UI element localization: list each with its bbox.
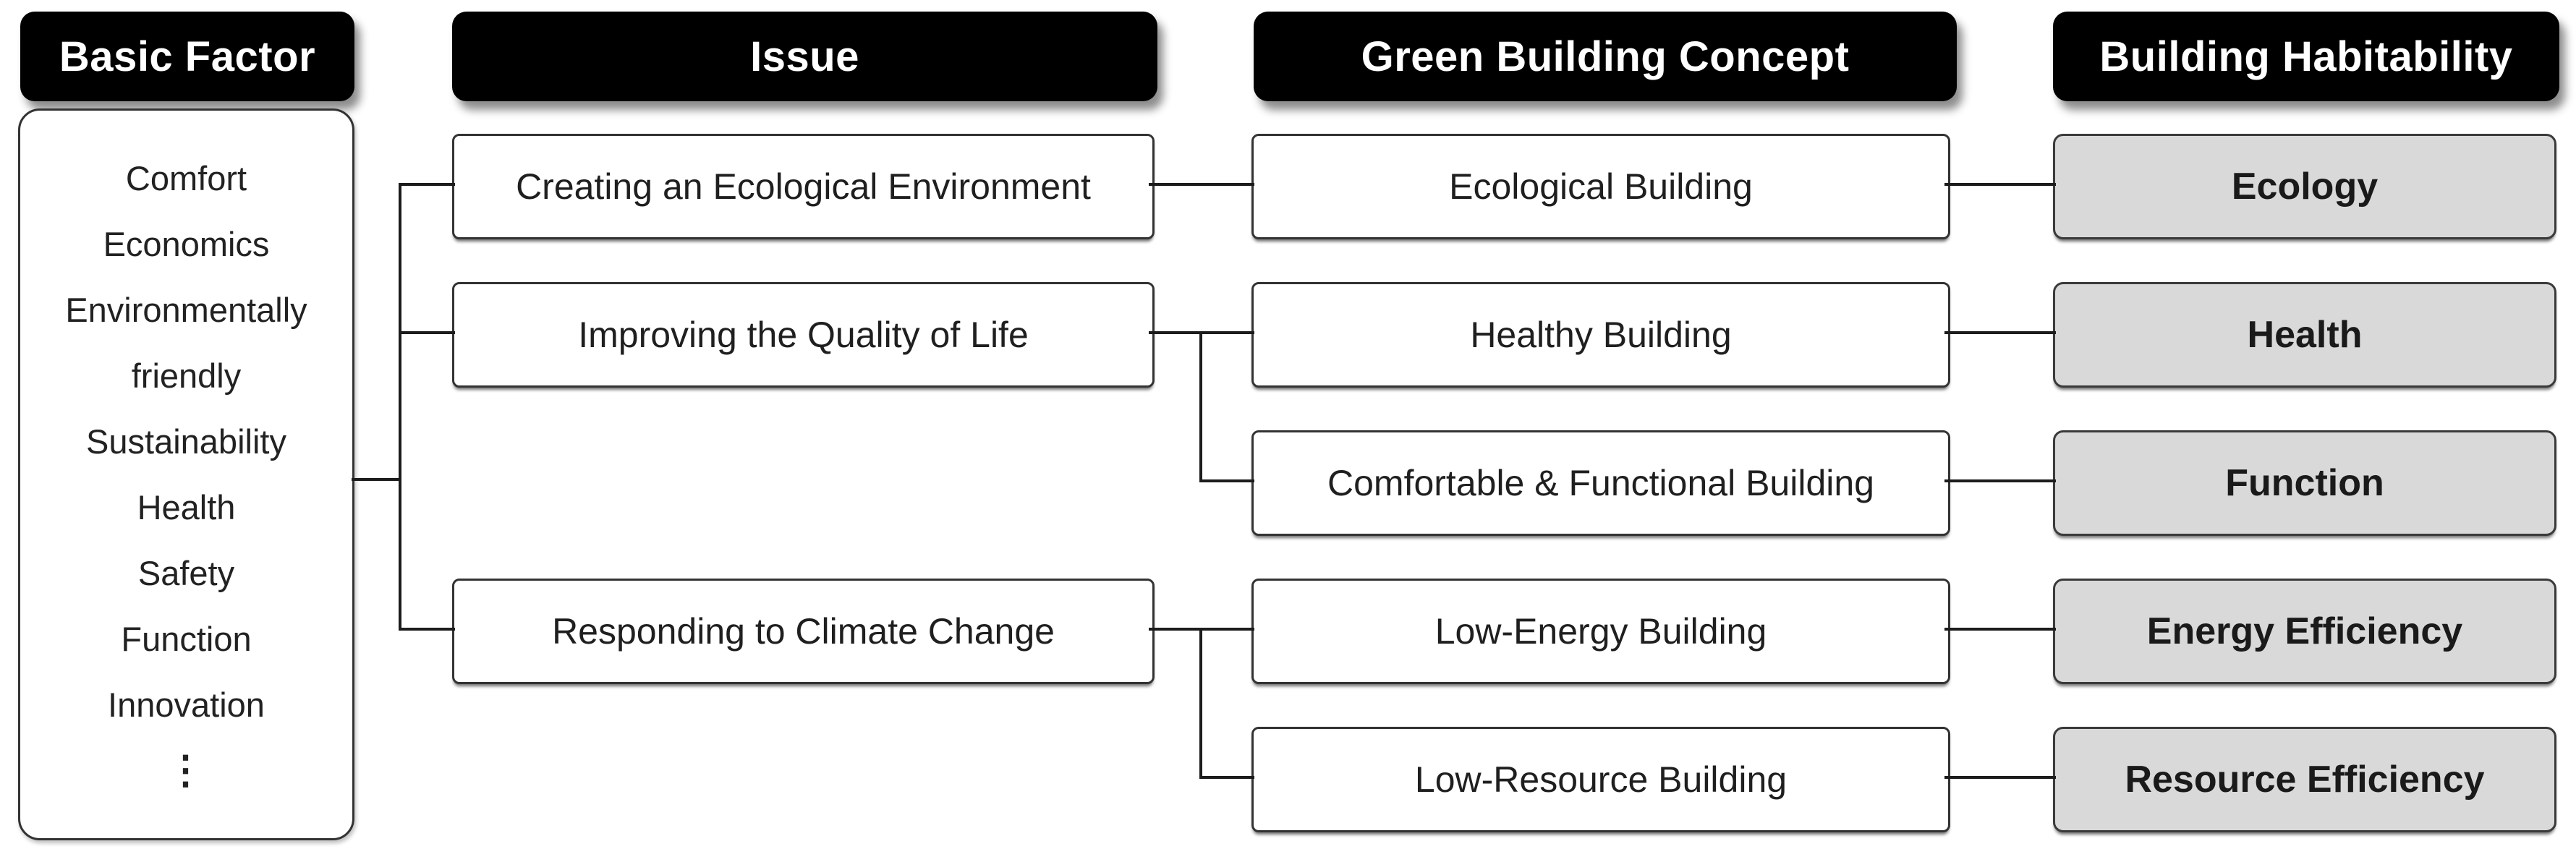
list-item-health: Health <box>137 488 236 526</box>
connector-trunk1-to-issue3 <box>399 628 455 631</box>
connector-concept5-to-habitability5 <box>1944 776 2056 779</box>
connector-trunk3-vertical <box>1199 628 1202 779</box>
list-ellipsis: ⋮ <box>166 748 207 792</box>
connector-concept4-to-habitability4 <box>1944 628 2056 631</box>
connector-trunk2-to-concept3 <box>1199 479 1254 482</box>
list-item-comfort: Comfort <box>125 159 247 197</box>
connector-trunk3-to-concept5 <box>1199 776 1254 779</box>
connector-concept3-to-habitability3 <box>1944 479 2056 482</box>
concept-box-low-energy-building: Low-Energy Building <box>1251 579 1950 684</box>
connector-trunk1-vertical <box>399 183 401 631</box>
list-item-sustainability: Sustainability <box>86 422 286 461</box>
concept-box-ecological-building: Ecological Building <box>1251 134 1950 239</box>
concept-box-healthy-building: Healthy Building <box>1251 282 1950 388</box>
issue-box-quality-of-life: Improving the Quality of Life <box>452 282 1155 388</box>
header-basic-factor: Basic Factor <box>20 12 354 101</box>
list-item-environmentally-friendly: Environmentally friendly <box>65 291 307 395</box>
habitability-box-energy-efficiency: Energy Efficiency <box>2053 579 2556 684</box>
connector-concept2-to-habitability2 <box>1944 331 2056 334</box>
list-item-safety: Safety <box>137 554 235 592</box>
connector-trunk1-to-issue1 <box>399 183 455 186</box>
concept-box-comfortable-functional-building: Comfortable & Functional Building <box>1251 430 1950 536</box>
habitability-box-function: Function <box>2053 430 2556 536</box>
issue-box-climate-change: Responding to Climate Change <box>452 579 1155 684</box>
connector-issue1-to-concept1 <box>1149 183 1254 186</box>
header-green-building-concept: Green Building Concept <box>1254 12 1957 101</box>
basic-factor-list: Comfort Economics Environmentally friend… <box>18 108 354 840</box>
habitability-box-resource-efficiency: Resource Efficiency <box>2053 727 2556 832</box>
list-item-function: Function <box>121 620 252 658</box>
connector-trunk1-to-issue2 <box>399 331 455 334</box>
connector-concept1-to-habitability1 <box>1944 183 2056 186</box>
connector-basicfactor-stub <box>352 478 401 481</box>
habitability-box-health: Health <box>2053 282 2556 388</box>
header-issue: Issue <box>452 12 1157 101</box>
header-building-habitability: Building Habitability <box>2053 12 2559 101</box>
list-item-economics: Economics <box>103 225 270 263</box>
list-item-innovation: Innovation <box>108 686 265 724</box>
issue-box-ecological-environment: Creating an Ecological Environment <box>452 134 1155 239</box>
concept-box-low-resource-building: Low-Resource Building <box>1251 727 1950 832</box>
connector-trunk2-vertical <box>1199 331 1202 482</box>
habitability-box-ecology: Ecology <box>2053 134 2556 239</box>
